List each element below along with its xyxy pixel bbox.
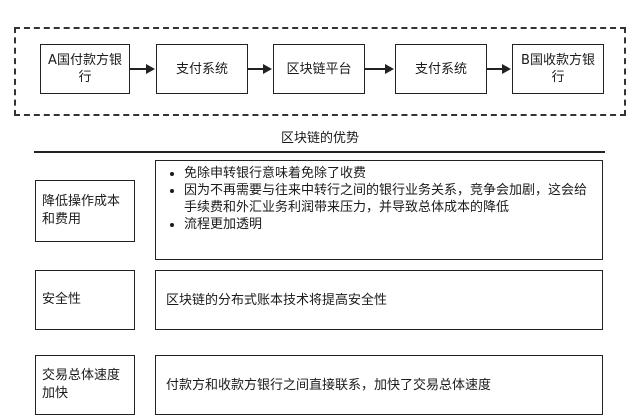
flow-node-payment-system-a: 支付系统: [156, 44, 248, 94]
advantage-desc-cost: 免除申转银行意味着免除了收费 因为不再需要与往来中转行之间的银行业务关系，竞争会…: [155, 160, 603, 260]
advantages-title: 区块链的优势: [280, 131, 359, 146]
flow-arrow-4: [487, 68, 503, 70]
advantage-label-text: 交易总体速度加快: [42, 368, 121, 401]
flow-node-label: 支付系统: [175, 61, 228, 77]
arrow-head-icon: [263, 64, 272, 74]
flow-node-blockchain-platform: 区块链平台: [273, 44, 365, 94]
flow-arrow-3: [365, 68, 386, 70]
flow-node-payment-system-b: 支付系统: [395, 44, 487, 94]
flow-arrow-2: [248, 68, 264, 70]
flow-arrow-1: [130, 68, 147, 70]
arrow-head-icon: [502, 64, 511, 74]
advantage-label-text: 安全性: [42, 292, 82, 307]
advantage-desc-text: 付款方和收款方银行之间直接联系，加快了交易总体速度: [166, 377, 492, 393]
advantage-bullet-list: 免除申转银行意味着免除了收费 因为不再需要与往来中转行之间的银行业务关系，竞争会…: [166, 165, 592, 233]
flow-node-label: 区块链平台: [286, 61, 352, 77]
flow-node-payee-bank: B国收款方银行: [512, 44, 604, 94]
flow-node-label: B国收款方银行: [521, 53, 595, 85]
flow-node-label: 支付系统: [414, 61, 467, 77]
payment-flow-frame: [14, 27, 626, 116]
advantage-label-text: 降低操作成本和费用: [42, 194, 121, 227]
advantage-label-speed: 交易总体速度加快: [35, 355, 135, 415]
advantage-desc-text: 区块链的分布式账本技术将提高安全性: [166, 292, 388, 308]
flow-node-label: A国付款方银行: [48, 53, 122, 85]
list-item: 流程更加透明: [184, 216, 592, 233]
flow-node-payer-bank: A国付款方银行: [40, 44, 130, 94]
list-item: 免除申转银行意味着免除了收费: [184, 165, 592, 182]
advantage-desc-security: 区块链的分布式账本技术将提高安全性: [155, 270, 603, 330]
list-item: 因为不再需要与往来中转行之间的银行业务关系，竞争会加剧，这会给手续费和外汇业务利…: [184, 182, 592, 216]
advantage-label-cost: 降低操作成本和费用: [35, 180, 135, 242]
advantage-label-security: 安全性: [35, 270, 135, 330]
cropped-top-decoration: [200, 0, 440, 2]
arrow-head-icon: [146, 64, 155, 74]
arrow-head-icon: [385, 64, 394, 74]
advantage-desc-speed: 付款方和收款方银行之间直接联系，加快了交易总体速度: [155, 355, 603, 415]
title-divider: [34, 151, 605, 153]
